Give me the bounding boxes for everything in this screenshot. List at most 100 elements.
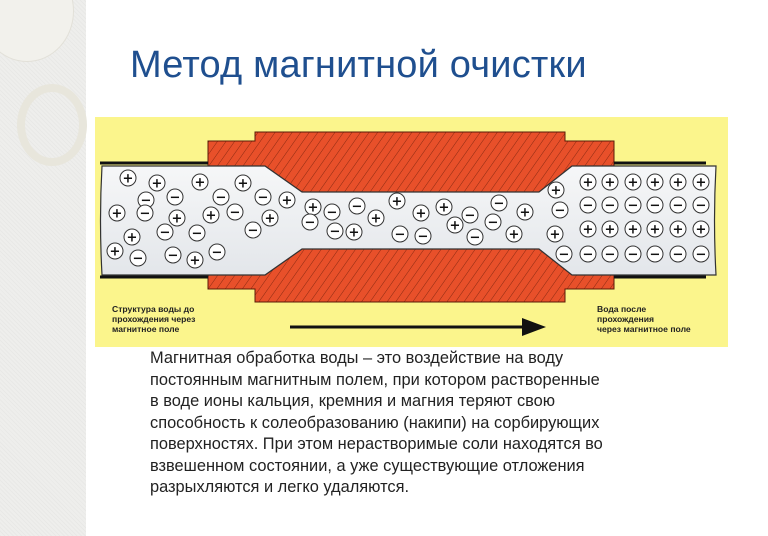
positive-ion: + (345, 223, 363, 241)
negative-ion: − (348, 197, 366, 215)
negative-ion: − (301, 213, 319, 231)
negative-ion: − (254, 188, 272, 206)
positive-ion: + (106, 242, 124, 260)
positive-ion: + (186, 251, 204, 269)
negative-ion: − (137, 191, 155, 209)
svg-text:−: − (470, 231, 481, 246)
label-line: прохождения (597, 314, 654, 324)
body-line: в воде ионы кальция, кремния и магния те… (150, 392, 556, 410)
positive-ion: + (278, 191, 296, 209)
svg-text:−: − (248, 224, 259, 239)
svg-text:+: + (110, 245, 121, 260)
positive-ion: + (304, 198, 322, 216)
svg-text:+: + (127, 231, 138, 246)
svg-text:+: + (696, 176, 707, 191)
negative-ion: − (601, 245, 619, 263)
negative-ion: − (692, 245, 710, 263)
svg-text:+: + (520, 206, 531, 221)
label-line: через магнитное поле (597, 324, 691, 334)
body-line: Магнитная обработка воды – это воздейств… (150, 349, 564, 367)
svg-text:−: − (628, 248, 639, 263)
svg-text:−: − (465, 209, 476, 224)
svg-text:−: − (583, 248, 594, 263)
positive-ion: + (123, 228, 141, 246)
svg-text:−: − (673, 199, 684, 214)
negative-ion: − (624, 196, 642, 214)
positive-ion: + (601, 220, 619, 238)
negative-ion: − (461, 206, 479, 224)
body-line: способность к солеобразованию (накипи) н… (150, 413, 600, 432)
positive-ion: + (168, 209, 186, 227)
svg-text:+: + (605, 176, 616, 191)
negative-ion: − (188, 224, 206, 242)
svg-text:+: + (265, 212, 276, 227)
svg-text:+: + (371, 212, 382, 227)
positive-ion: + (646, 220, 664, 238)
positive-ion: + (446, 216, 464, 234)
label-before-magnet: Структура воды до прохождения через магн… (112, 304, 195, 334)
body-line: взвешенном состоянии, а уже существующие… (150, 456, 585, 475)
body-line: разрыхляются и легко удаляются. (150, 478, 410, 496)
negative-ion: − (624, 245, 642, 263)
svg-text:+: + (673, 176, 684, 191)
svg-text:−: − (327, 206, 338, 221)
svg-text:+: + (628, 223, 639, 238)
positive-ion: + (579, 220, 597, 238)
negative-ion: − (555, 245, 573, 263)
svg-text:+: + (583, 223, 594, 238)
negative-ion: − (129, 249, 147, 267)
svg-text:+: + (308, 201, 319, 216)
positive-ion: + (692, 220, 710, 238)
negative-ion: − (669, 196, 687, 214)
svg-text:+: + (439, 201, 450, 216)
positive-ion: + (516, 203, 534, 221)
positive-ion: + (202, 206, 220, 224)
positive-ion: + (624, 173, 642, 191)
body-line: постоянным магнитным полем, при котором … (150, 370, 600, 389)
svg-text:+: + (583, 176, 594, 191)
positive-ion: + (601, 173, 619, 191)
svg-text:+: + (650, 223, 661, 238)
label-line: Вода после (597, 304, 647, 314)
positive-ion: + (119, 169, 137, 187)
svg-text:+: + (550, 228, 561, 243)
svg-text:−: − (673, 248, 684, 263)
negative-ion: − (484, 213, 502, 231)
body-text: Магнитная обработка воды – это воздейств… (150, 348, 603, 499)
positive-ion: + (505, 225, 523, 243)
positive-ion: + (579, 173, 597, 191)
negative-ion: − (414, 227, 432, 245)
svg-text:+: + (551, 184, 562, 199)
svg-text:+: + (696, 223, 707, 238)
label-line: магнитное поле (112, 324, 180, 334)
svg-text:+: + (152, 177, 163, 192)
positive-ion: + (646, 173, 664, 191)
negative-ion: − (466, 228, 484, 246)
svg-text:−: − (160, 226, 171, 241)
svg-text:−: − (140, 207, 151, 222)
svg-text:+: + (190, 254, 201, 269)
svg-text:+: + (112, 207, 123, 222)
svg-text:−: − (628, 199, 639, 214)
svg-text:+: + (509, 228, 520, 243)
negative-ion: − (323, 203, 341, 221)
svg-text:−: − (488, 216, 499, 231)
ions: ++++−−−−++−++−+−+−−+−−+−+−−++++−−+−+−−−+… (106, 169, 710, 269)
svg-text:+: + (392, 195, 403, 210)
svg-text:−: − (168, 249, 179, 264)
svg-text:−: − (133, 252, 144, 267)
svg-text:−: − (650, 199, 661, 214)
negative-ion: − (490, 194, 508, 212)
svg-text:−: − (559, 248, 570, 263)
negative-ion: − (692, 196, 710, 214)
svg-text:−: − (696, 199, 707, 214)
svg-text:−: − (494, 197, 505, 212)
positive-ion: + (191, 173, 209, 191)
negative-ion: − (212, 188, 230, 206)
positive-ion: + (669, 220, 687, 238)
positive-ion: + (412, 204, 430, 222)
positive-ion: + (388, 192, 406, 210)
negative-ion: − (208, 243, 226, 261)
label-after-magnet: Вода после прохождения через магнитное п… (597, 304, 691, 334)
